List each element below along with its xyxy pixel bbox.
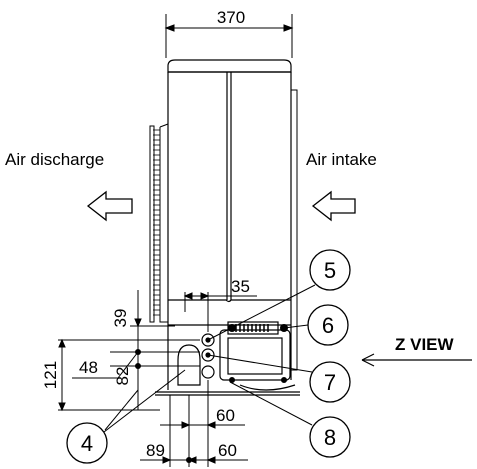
dimension-35 <box>183 292 257 332</box>
dimension-82-label: 82 <box>113 367 132 386</box>
callout-5-bubble <box>309 249 351 291</box>
dimension-121-label: 121 <box>41 361 60 389</box>
left-fin-edge <box>149 125 155 323</box>
callout-4-bubble <box>66 422 108 464</box>
dimension-39-label: 39 <box>111 309 130 328</box>
callout-7-bubble <box>309 361 351 403</box>
callout-8-bubble <box>309 416 351 458</box>
dimension-dots <box>135 349 141 369</box>
knockout-hole <box>177 344 201 386</box>
dimension-60-lower-label: 60 <box>218 441 237 460</box>
air-discharge-label: Air discharge <box>5 150 104 169</box>
dimension-vertical-left <box>58 338 200 431</box>
air-discharge-arrow <box>86 190 133 222</box>
dimension-35-label: 35 <box>231 277 250 296</box>
dimension-origin-dot <box>186 457 192 463</box>
z-view-arrow <box>361 353 472 367</box>
callout-8-leader <box>229 381 313 426</box>
callout-5-number: 5 <box>324 258 336 283</box>
air-intake-arrow <box>311 190 356 222</box>
callout-8-number: 8 <box>324 425 336 450</box>
callout-7-number: 7 <box>324 370 336 395</box>
callout-6-leader <box>283 324 309 329</box>
dimension-370-label: 370 <box>217 8 245 27</box>
callout-7-leader <box>207 354 313 373</box>
dimension-60-upper-label: 60 <box>216 406 235 425</box>
dimension-48-label: 48 <box>79 358 98 377</box>
callout-4-leader <box>103 369 186 433</box>
left-fin-hatch <box>153 129 160 316</box>
callout-6-number: 6 <box>322 313 334 338</box>
callout-5-leader <box>207 284 316 341</box>
left-fins <box>159 123 169 323</box>
z-view-label: Z VIEW <box>395 335 455 354</box>
dimension-89-label: 89 <box>146 441 165 460</box>
callout-4-number: 4 <box>81 431 93 456</box>
air-intake-label: Air intake <box>306 150 377 169</box>
base-plate <box>155 384 300 396</box>
dimension-370 <box>164 14 294 58</box>
callout-6-bubble <box>307 304 349 346</box>
right-side-strip <box>290 89 298 371</box>
bracket-hatch <box>235 324 269 332</box>
